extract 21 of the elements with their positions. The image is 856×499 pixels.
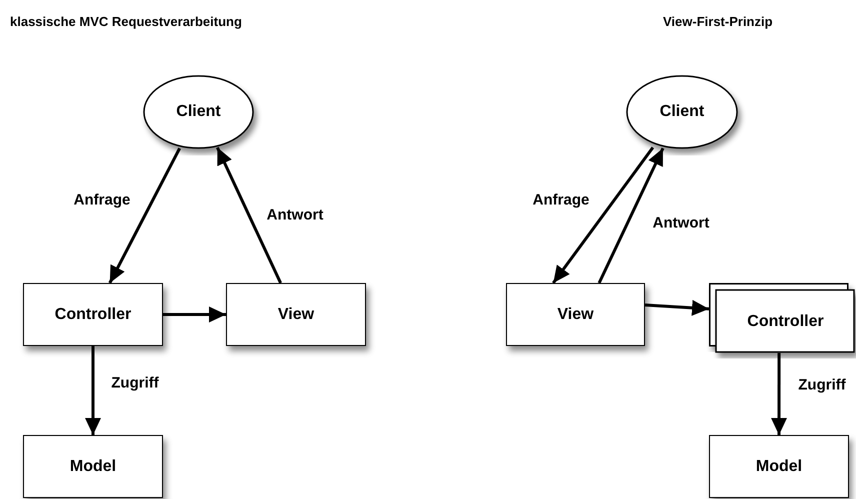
arrow xyxy=(552,146,654,284)
arrow xyxy=(85,346,101,435)
process-box: View xyxy=(226,283,366,346)
edge-label: Anfrage xyxy=(72,192,132,208)
arrow xyxy=(216,146,282,284)
arrow xyxy=(108,148,181,284)
arrow xyxy=(771,353,788,435)
client-ellipse: Client xyxy=(626,75,738,149)
process-box: Model xyxy=(709,435,849,498)
process-box: Controller xyxy=(23,283,163,346)
arrow xyxy=(598,148,664,284)
process-box: View xyxy=(506,283,645,346)
edge-label: Anfrage xyxy=(530,192,592,208)
client-ellipse: Client xyxy=(143,75,254,149)
edge-label: Zugriff xyxy=(796,376,848,394)
panel-title: View-First-Prinzip xyxy=(663,14,773,29)
edge-label: Zugriff xyxy=(109,374,161,392)
arrow xyxy=(163,306,226,322)
process-box: Model xyxy=(23,435,163,498)
arrow xyxy=(644,300,710,316)
panel-title: klassische MVC Requestverarbeitung xyxy=(10,14,242,29)
